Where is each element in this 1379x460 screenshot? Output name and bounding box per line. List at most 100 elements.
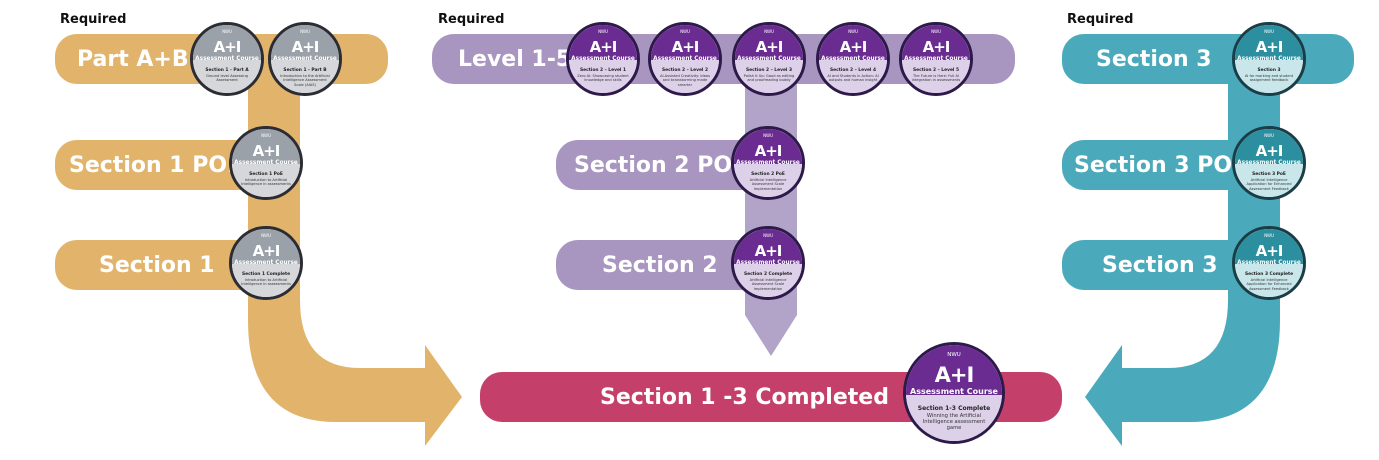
badge-disc: NWU A+I Assessment Course Section 1 - Pa… xyxy=(268,22,342,96)
bar-section2: Section 2 xyxy=(556,240,766,290)
ai-logo-icon: A+I xyxy=(1255,242,1284,260)
bar-section3-label: Section 3 xyxy=(1102,252,1218,278)
purple-down-arrow xyxy=(745,72,797,356)
badge-section1-poe: NWU A+I Assessment Course Section 1 PoE … xyxy=(229,126,303,202)
badge-title: Section 2 – Level 2 xyxy=(661,68,709,73)
required-label-col2: Required xyxy=(438,12,505,27)
badge-title: Section 1 - Part A xyxy=(205,68,249,73)
badge-disc: NWU A+I Assessment Course Section 2 Comp… xyxy=(731,226,805,300)
badge-course-label: Assessment Course xyxy=(1237,160,1301,166)
badge-subtitle: The Future is Here: Full AI integration … xyxy=(911,74,961,83)
badge-bottom-band xyxy=(735,60,803,93)
badge-disc: NWU A+I Assessment Course Section 3 PoE … xyxy=(1232,126,1306,200)
badge-bottom-band xyxy=(1235,60,1303,93)
badge-logo-text: NWU xyxy=(680,29,690,34)
badge-section3: NWU A+I Assessment Course Section 3 Comp… xyxy=(1232,226,1306,302)
badge-logo-text: NWU xyxy=(261,133,271,138)
badge-bottom-band xyxy=(569,60,637,93)
badge-bottom-band xyxy=(1235,164,1303,197)
badge-course-label: Assessment Course xyxy=(234,260,298,266)
badge-logo-text: NWU xyxy=(598,29,608,34)
ai-logo-icon: A+I xyxy=(922,38,951,56)
badge-section2: NWU A+I Assessment Course Section 2 Comp… xyxy=(731,226,805,302)
badge-title: Section 1 - Part B xyxy=(283,68,327,73)
badge-course-label: Assessment Course xyxy=(195,56,259,62)
ai-logo-icon: A+I xyxy=(671,38,700,56)
badge-section2-poe: NWU A+I Assessment Course Section 2 PoE … xyxy=(731,126,805,202)
badge-level-1: NWU A+I Assessment Course Section 2 – Le… xyxy=(566,22,640,98)
badge-subtitle: AI-Assisted Creativity: Ideas and brains… xyxy=(660,74,710,87)
badge-disc: NWU A+I Assessment Course Section 2 – Le… xyxy=(899,22,973,96)
badge-subtitle: Artificial Intelligence Application for … xyxy=(1246,278,1292,291)
required-label-col3: Required xyxy=(1067,12,1134,27)
badge-title: Section 3 Complete xyxy=(1244,272,1294,277)
badge-course-label: Assessment Course xyxy=(653,56,717,62)
badge-logo-text: NWU xyxy=(763,133,773,138)
badge-bottom-band xyxy=(906,394,1002,441)
badge-title: Section 2 PoE xyxy=(751,172,785,177)
badge-title: Section 2 – Level 4 xyxy=(829,68,877,73)
badge-disc: NWU A+I Assessment Course Section 1-3 Co… xyxy=(903,342,1005,444)
badge-course-label: Assessment Course xyxy=(1237,260,1301,266)
ai-logo-icon: A+I xyxy=(754,242,783,260)
ai-logo-icon: A+I xyxy=(252,242,281,260)
badge-section1: NWU A+I Assessment Course Section 1 Comp… xyxy=(229,226,303,302)
badge-title: Section 3 PoE xyxy=(1252,172,1286,177)
badge-subtitle: Polish It Up: Good as editing and proofr… xyxy=(743,74,795,83)
ai-logo-icon: A+I xyxy=(754,142,783,160)
required-label-col1: Required xyxy=(60,12,127,27)
badge-disc: NWU A+I Assessment Course Section 1 Comp… xyxy=(229,226,303,300)
badge-subtitle: Introduction to the Artificial Intellige… xyxy=(280,74,330,87)
badge-bottom-band xyxy=(819,60,887,93)
bar-section3-top: Section 3 xyxy=(1062,34,1354,84)
ai-logo-icon: A+I xyxy=(934,363,975,387)
badge-disc: NWU A+I Assessment Course Section 2 – Le… xyxy=(566,22,640,96)
badge-disc: NWU A+I Assessment Course Section 2 PoE … xyxy=(731,126,805,200)
badge-bottom-band xyxy=(902,60,970,93)
badge-level-2: NWU A+I Assessment Course Section 2 – Le… xyxy=(648,22,722,98)
badge-bottom-band xyxy=(232,164,300,197)
badge-final-complete: NWU A+I Assessment Course Section 1-3 Co… xyxy=(903,342,1005,446)
badge-logo-text: NWU xyxy=(1264,233,1274,238)
badge-title: Section 2 – Level 5 xyxy=(912,68,960,73)
bar-section1: Section 1 xyxy=(55,240,265,290)
badge-disc: NWU A+I Assessment Course Section 3 AI f… xyxy=(1232,22,1306,96)
bar-section2-poe: Section 2 POE xyxy=(556,140,766,190)
badge-level-4: NWU A+I Assessment Course Section 2 – Le… xyxy=(816,22,890,98)
bar-section3-top-label: Section 3 xyxy=(1096,46,1212,72)
bar-part-ab-label: Part A+B xyxy=(77,46,189,72)
badge-title: Section 2 – Level 1 xyxy=(579,68,627,73)
badge-logo-text: NWU xyxy=(1264,133,1274,138)
badge-subtitle: Artificial Intelligence Application for … xyxy=(1246,178,1292,191)
bar-section3-poe-label: Section 3 POE xyxy=(1074,152,1248,178)
badge-logo-text: NWU xyxy=(222,29,232,34)
ai-logo-icon: A+I xyxy=(291,38,320,56)
badge-logo-text: NWU xyxy=(261,233,271,238)
badge-subtitle: Artificial Intelligence Assessment Scale… xyxy=(749,278,787,291)
badge-logo-text: NWU xyxy=(764,29,774,34)
badge-course-label: Assessment Course xyxy=(904,56,968,62)
badge-title: Section 3 xyxy=(1257,68,1281,73)
badge-logo-text: NWU xyxy=(763,233,773,238)
badge-disc: NWU A+I Assessment Course Section 2 – Le… xyxy=(648,22,722,96)
ai-logo-icon: A+I xyxy=(1255,142,1284,160)
badge-title: Section 1-3 Complete xyxy=(917,405,991,412)
badge-part-b: NWU A+I Assessment Course Section 1 - Pa… xyxy=(268,22,342,98)
badge-disc: NWU A+I Assessment Course Section 3 Comp… xyxy=(1232,226,1306,300)
badge-logo-text: NWU xyxy=(931,29,941,34)
badge-bottom-band xyxy=(651,60,719,93)
badge-logo-text: NWU xyxy=(848,29,858,34)
badge-logo-text: NWU xyxy=(300,29,310,34)
badge-bottom-band xyxy=(193,60,261,93)
bar-level-1-5-label: Level 1-5 xyxy=(458,46,572,72)
badge-subtitle: AI and Students in Action: AI outputs an… xyxy=(827,74,879,83)
badge-course-label: Assessment Course xyxy=(737,56,801,62)
gold-flow-arrow xyxy=(248,78,462,446)
badge-subtitle: Artificial Intelligence Assessment Scale… xyxy=(749,178,787,191)
badge-title: Section 1 Complete xyxy=(241,272,291,277)
ai-logo-icon: A+I xyxy=(589,38,618,56)
badge-subtitle: Introduction to Artificial Intelligence … xyxy=(241,178,291,187)
bar-final-label: Section 1 -3 Completed xyxy=(600,384,889,410)
badge-course-label: Assessment Course xyxy=(736,160,800,166)
badge-disc: NWU A+I Assessment Course Section 2 – Le… xyxy=(816,22,890,96)
